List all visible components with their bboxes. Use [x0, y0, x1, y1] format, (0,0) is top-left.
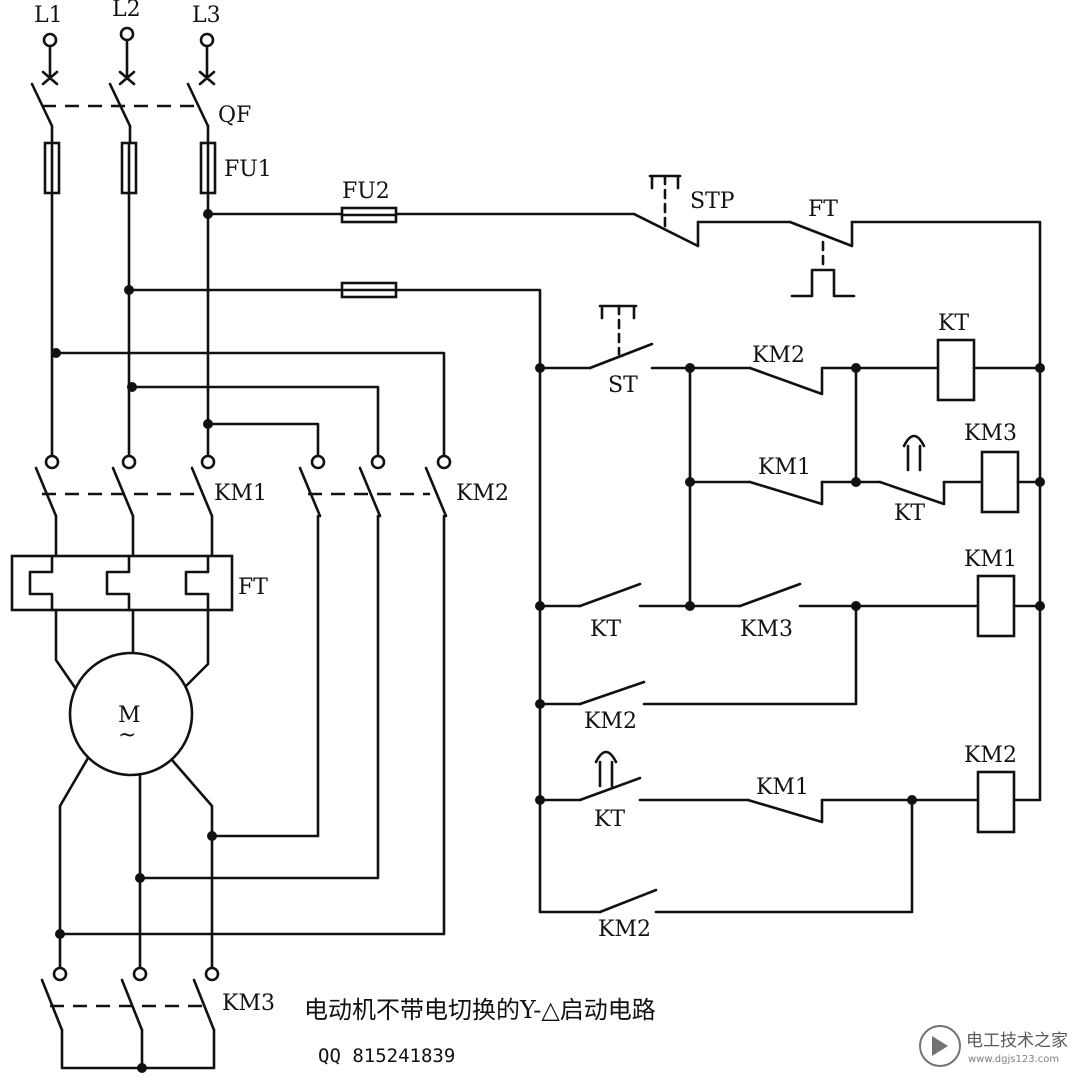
motor — [68, 651, 194, 777]
km1-nc-contact-2 — [746, 798, 824, 824]
label-km1-main: KM1 — [214, 481, 267, 506]
power-circuit: L1 L2 L3 QF FU1 — [10, 0, 509, 1073]
label-km2-nc1: KM2 — [752, 343, 805, 368]
km1-coil — [976, 574, 1016, 638]
label-ft-relay: FT — [238, 575, 268, 600]
label-km2-main: KM2 — [456, 481, 509, 506]
label-fu2: FU2 — [342, 179, 390, 204]
control-circuit: FU2 STP FT ST KM2 KT — [124, 174, 1045, 942]
kt-delay-contact-1 — [878, 480, 946, 506]
km2-no-contact-1 — [578, 680, 646, 706]
watermark-name: 电工技术之家 — [966, 1031, 1068, 1051]
watermark-logo-icon — [919, 1025, 961, 1067]
label-motor: M — [118, 703, 141, 728]
km2-coil — [976, 770, 1016, 834]
label-stp: STP — [690, 189, 735, 214]
label-km3-coil: KM3 — [964, 421, 1017, 446]
ft-overload-contact — [788, 220, 854, 248]
watermark: 电工技术之家 www.dgjs123.com — [919, 1025, 1068, 1067]
label-l1: L1 — [34, 3, 63, 28]
label-km1-coil: KM1 — [964, 547, 1017, 572]
label-fu1: FU1 — [224, 157, 272, 182]
km3-coil — [980, 450, 1020, 514]
label-st: ST — [608, 373, 638, 398]
label-kt-td1: KT — [894, 501, 925, 526]
label-km3-main: KM3 — [222, 991, 275, 1016]
watermark-url: www.dgjs123.com — [968, 1054, 1059, 1065]
label-km2-no1: KM2 — [584, 709, 637, 734]
diagram-title: 电动机不带电切换的Y-△启动电路 — [304, 996, 656, 1024]
km1-nc-contact-1 — [748, 480, 824, 506]
label-km1-nc2: KM1 — [756, 775, 809, 800]
label-km2-coil: KM2 — [964, 743, 1017, 768]
km2-main-contacts — [298, 466, 448, 518]
kt-delay-contact-2 — [578, 776, 642, 802]
label-motor-tilde: ~ — [118, 723, 136, 748]
label-kt-td2: KT — [594, 807, 625, 832]
km2-no-contact-2 — [598, 888, 658, 914]
label-km2-no2: KM2 — [598, 917, 651, 942]
st-start-button — [588, 342, 654, 370]
ft-thermal-relay — [10, 554, 234, 612]
kt-no-contact — [578, 582, 642, 608]
terminal-l1 — [42, 32, 58, 48]
km3-no-contact — [738, 582, 802, 608]
label-l3: L3 — [192, 3, 221, 28]
km1-main-contacts — [34, 466, 214, 518]
qq-contact: QQ 815241839 — [318, 1045, 455, 1067]
label-km3-no: KM3 — [740, 617, 793, 642]
label-ft-top: FT — [808, 197, 838, 222]
label-km1-nc1: KM1 — [758, 455, 811, 480]
label-qf: QF — [218, 103, 251, 128]
label-kt-no: KT — [590, 617, 621, 642]
kt-coil — [936, 338, 976, 402]
label-kt-coil: KT — [938, 311, 969, 336]
km2-nc-contact-1 — [748, 366, 824, 396]
terminal-l3 — [199, 32, 215, 48]
label-l2: L2 — [112, 0, 141, 22]
terminal-l2 — [119, 26, 135, 42]
stp-stop-button — [632, 212, 700, 248]
